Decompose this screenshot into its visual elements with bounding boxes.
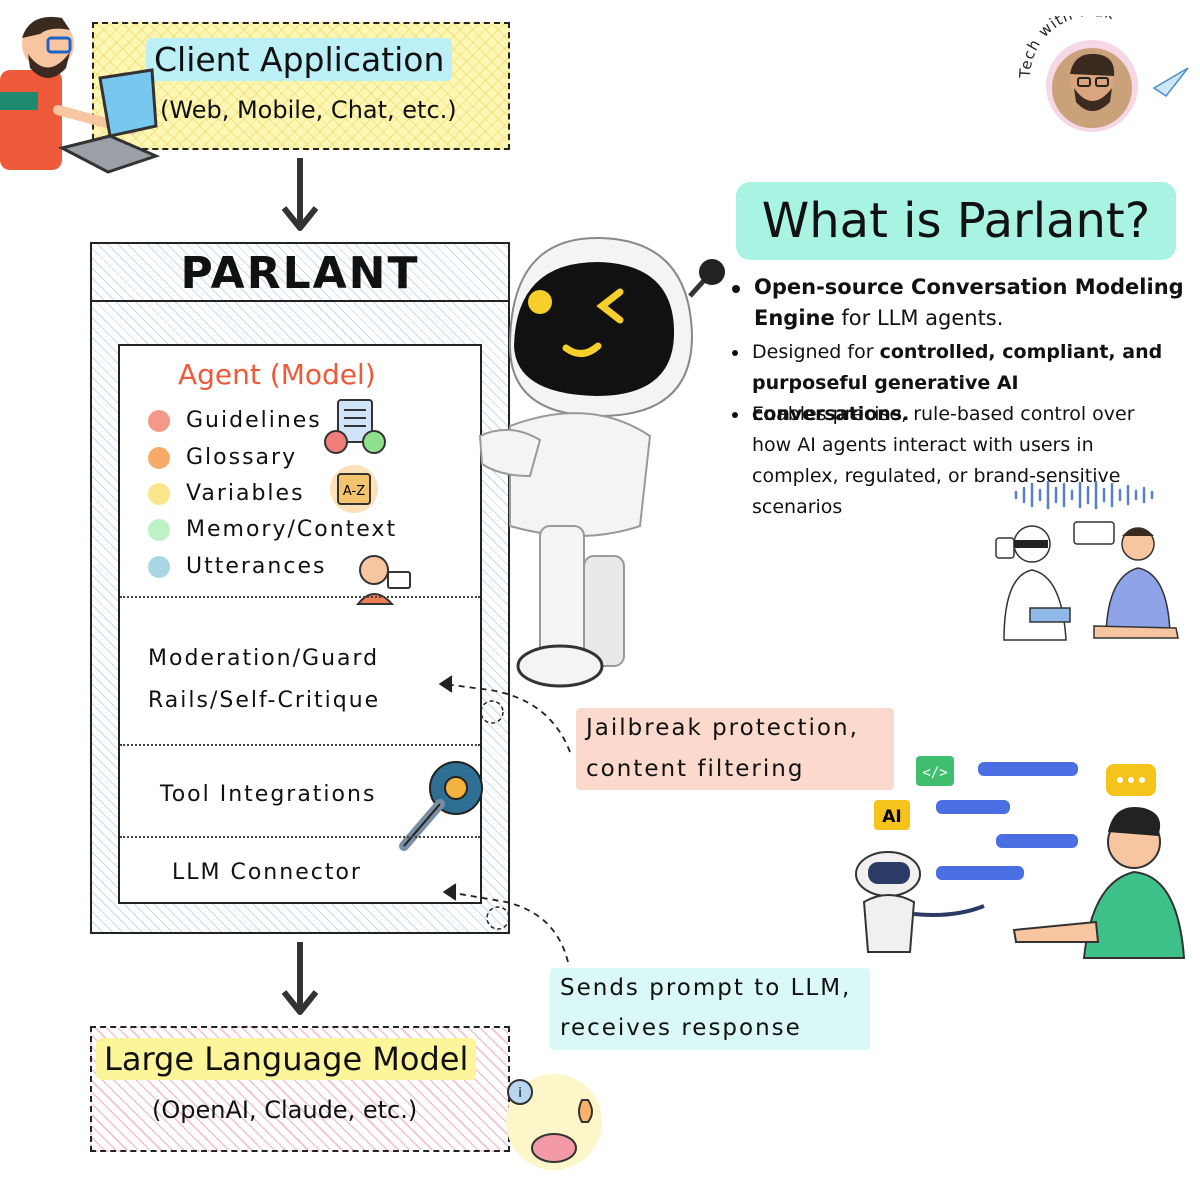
tool-integrations-label: Tool Integrations <box>160 782 377 807</box>
bullet-2-pre: Designed for <box>752 341 880 363</box>
dictionary-badge: A-Z <box>343 484 365 499</box>
bullet-2: Designed for controlled, compliant, and … <box>752 337 1172 430</box>
agent-item-guidelines: Guidelines <box>148 408 322 433</box>
agent-title: Agent (Model) <box>178 358 376 391</box>
moderation-line-1: Moderation/Guard <box>148 646 380 671</box>
bullet-2-bold: controlled, compliant, and purposeful ge… <box>752 341 1163 425</box>
sound-wave-icon <box>1014 480 1154 510</box>
agent-item-label: Variables <box>186 481 305 506</box>
checklist-icon <box>324 399 386 454</box>
agent-inner-box <box>118 344 482 904</box>
agent-item-utterances: Utterances <box>148 554 326 579</box>
section-divider <box>120 596 480 598</box>
section-divider <box>120 744 480 746</box>
sends-prompt-callout-line-2: receives response <box>560 1015 802 1041</box>
parlant-title: PARLANT <box>180 248 420 299</box>
bullet-dot <box>732 285 740 293</box>
arrow-down-icon <box>281 942 319 1015</box>
agent-item-memory-context: Memory/Context <box>148 517 397 542</box>
parlant-header <box>92 244 508 302</box>
agent-item-label: Memory/Context <box>186 517 398 542</box>
llm-connector-label: LLM Connector <box>172 860 362 885</box>
dashed-arrow-moderation <box>438 675 571 753</box>
llm-subtitle: (OpenAI, Claude, etc.) <box>152 1096 418 1124</box>
gear-wrench-icon <box>399 761 483 851</box>
agent-item-variables: Variables <box>148 481 305 506</box>
bullet-3: Enables precise, rule-based control over… <box>752 403 1135 518</box>
ai-badge: AI <box>882 807 901 827</box>
agent-item-glossary: Glossary <box>148 445 297 470</box>
section-divider <box>120 836 480 838</box>
bullet-1-rest: for LLM agents. <box>834 306 1004 330</box>
bullet-dot <box>148 519 170 541</box>
bullet-dot <box>732 350 738 356</box>
human-robot-conversation-illustration <box>995 521 1179 641</box>
bullet-dot <box>148 556 170 578</box>
bullet-dot <box>148 483 170 505</box>
robot-mascot-illustration <box>478 236 725 688</box>
llm-title: Large Language Model <box>96 1038 477 1080</box>
brain-idea-icon: i <box>506 1074 602 1170</box>
client-application-subtitle: (Web, Mobile, Chat, etc.) <box>160 96 457 124</box>
agent-item-label: Utterances <box>186 554 327 579</box>
dashed-arrow-connector <box>442 883 569 963</box>
sends-prompt-callout-line-1: Sends prompt to LLM, <box>560 975 852 1001</box>
chatbot-conversation-illustration: </> AI <box>855 756 1186 959</box>
bullet-dot <box>148 447 170 469</box>
what-is-parlant-heading: What is Parlant? <box>736 182 1176 260</box>
moderation-line-2: Rails/Self-Critique <box>148 688 381 713</box>
dictionary-icon: A-Z <box>330 465 378 513</box>
agent-item-label: Guidelines <box>186 408 322 433</box>
jailbreak-callout: Jailbreak protection, content filtering <box>576 708 894 790</box>
arrow-down-icon <box>281 158 319 231</box>
bullet-1: Open-source Conversation Modeling Engine… <box>754 272 1184 334</box>
jailbreak-callout-line-1: Jailbreak protection, <box>586 715 859 741</box>
sends-prompt-callout: Sends prompt to LLM, receives response <box>550 968 870 1050</box>
code-badge: </> <box>922 765 947 781</box>
person-laptop-illustration <box>0 16 160 174</box>
tech-with-mak-watermark: Tech with Mak <box>1016 16 1189 132</box>
agent-item-label: Glossary <box>186 445 298 470</box>
info-badge: i <box>518 1086 522 1101</box>
moderation-label: Moderation/Guard Rails/Self-Critique <box>148 638 380 722</box>
client-application-title: Client Application <box>146 38 453 81</box>
support-agent-icon <box>355 555 411 605</box>
bullet-dot <box>148 410 170 432</box>
bullet-dot <box>732 412 738 418</box>
bullet-1-bold: Open-source Conversation Modeling Engine <box>754 275 1184 330</box>
jailbreak-callout-line-2: content filtering <box>586 756 805 782</box>
